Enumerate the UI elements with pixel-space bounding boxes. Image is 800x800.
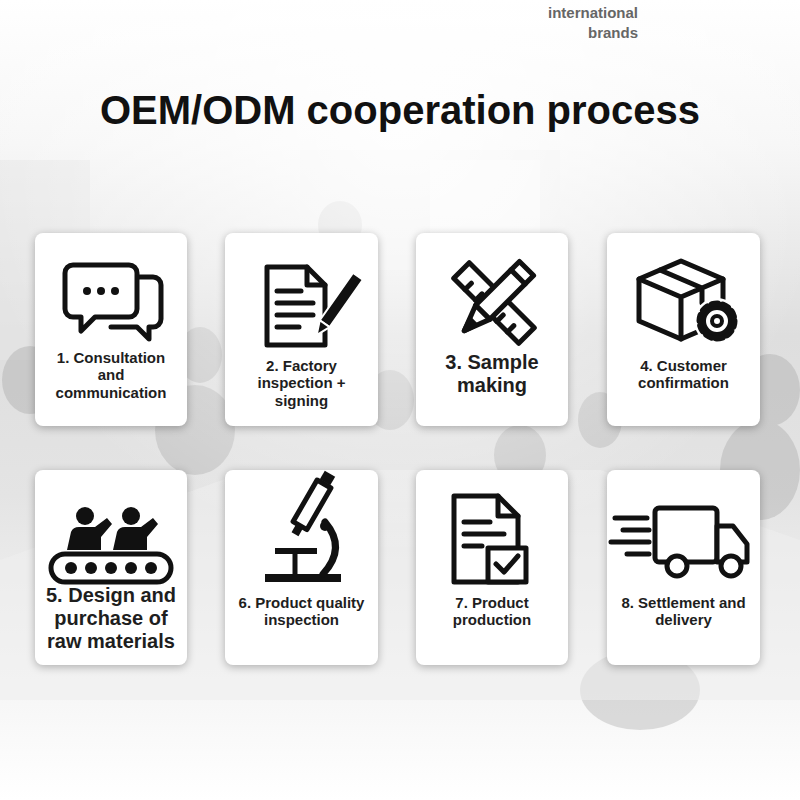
checked-document-icon bbox=[464, 522, 504, 546]
ruler-pencil-icon bbox=[461, 319, 475, 333]
step-label: 4. Customer confirmation bbox=[607, 357, 760, 392]
microscope-icon bbox=[320, 471, 335, 486]
checked-document-icon bbox=[454, 496, 526, 582]
microscope-icon bbox=[265, 470, 341, 582]
process-card: 8. Settlement and delivery bbox=[607, 470, 760, 665]
microscope-icon bbox=[265, 574, 341, 582]
conveyor-workers-icon bbox=[113, 518, 158, 550]
diagram-title: OEM/ODM cooperation process bbox=[0, 86, 800, 134]
step-label: 6. Product quality inspection bbox=[225, 594, 378, 629]
chat-icon bbox=[65, 265, 161, 339]
process-card: 7. Product production bbox=[416, 470, 568, 665]
contract-icon bbox=[320, 273, 363, 327]
microscope-icon bbox=[288, 470, 337, 538]
box-gear-icon bbox=[700, 304, 734, 338]
box-gear-icon bbox=[694, 298, 740, 344]
contract-icon bbox=[277, 289, 301, 294]
box-gear-icon bbox=[704, 308, 730, 334]
contract-icon bbox=[312, 273, 363, 339]
conveyor-workers-icon bbox=[51, 507, 171, 582]
delivery-truck-icon bbox=[721, 556, 741, 576]
conveyor-workers-icon bbox=[67, 518, 112, 550]
contract-icon bbox=[312, 320, 330, 338]
corner-note: international brands bbox=[518, 3, 638, 42]
contract-icon bbox=[307, 267, 325, 285]
checked-document-icon bbox=[496, 556, 518, 572]
ruler-pencil-icon bbox=[457, 305, 490, 338]
process-card: 6. Product quality inspection bbox=[225, 470, 378, 665]
step-label: 2. Factory inspection + signing bbox=[225, 357, 378, 409]
chat-icon bbox=[111, 287, 119, 295]
conveyor-workers-icon bbox=[85, 562, 97, 574]
microscope-icon bbox=[292, 524, 304, 537]
delivery-truck-icon bbox=[607, 470, 759, 588]
ruler-pencil-icon bbox=[511, 270, 525, 284]
contract-icon bbox=[277, 301, 313, 306]
step-label: 8. Settlement and delivery bbox=[607, 594, 760, 629]
box-gear-icon bbox=[712, 316, 722, 326]
chat-icon bbox=[65, 265, 137, 331]
conveyor-workers-icon bbox=[122, 507, 140, 525]
box-gear-icon bbox=[639, 261, 740, 344]
box-gear-icon bbox=[607, 233, 759, 351]
microscope-icon bbox=[320, 521, 330, 531]
microscope-icon bbox=[293, 554, 298, 574]
ruler-pencil-icon bbox=[457, 261, 533, 337]
contract-icon bbox=[225, 233, 377, 351]
delivery-truck-icon bbox=[655, 508, 717, 562]
chat-icon bbox=[97, 287, 105, 295]
delivery-truck-icon bbox=[667, 556, 687, 576]
process-card: 4. Customer confirmation bbox=[607, 233, 760, 426]
ruler-pencil-icon bbox=[454, 261, 535, 343]
contract-icon bbox=[277, 325, 299, 330]
chat-icon bbox=[83, 287, 91, 295]
contract-icon bbox=[277, 313, 313, 318]
checked-document-icon bbox=[498, 496, 518, 516]
chat-icon bbox=[35, 233, 187, 351]
conveyor-workers-icon bbox=[35, 470, 187, 588]
conveyor-workers-icon bbox=[105, 562, 117, 574]
conveyor-workers-icon bbox=[76, 507, 94, 525]
contract-icon bbox=[267, 267, 363, 345]
checked-document-icon bbox=[416, 470, 568, 588]
process-card: 2. Factory inspection + signing bbox=[225, 233, 378, 426]
conveyor-workers-icon bbox=[51, 554, 171, 582]
delivery-truck-icon bbox=[611, 518, 649, 554]
microscope-icon bbox=[225, 470, 377, 588]
conveyor-workers-icon bbox=[65, 562, 77, 574]
checked-document-icon bbox=[488, 548, 526, 582]
step-label: 7. Product production bbox=[416, 594, 568, 629]
step-label: 1. Consultation and communication bbox=[35, 349, 187, 401]
process-card: 1. Consultation and communication bbox=[35, 233, 187, 426]
process-card: 5. Design and purchase of raw materials bbox=[35, 470, 187, 665]
step-label: 3. Sample making bbox=[416, 351, 568, 397]
conveyor-workers-icon bbox=[125, 562, 137, 574]
process-card: 3. Sample making bbox=[416, 233, 568, 426]
conveyor-workers-icon bbox=[145, 562, 157, 574]
ruler-pencil-icon bbox=[416, 233, 568, 351]
delivery-truck-icon bbox=[611, 508, 747, 576]
step-label: 5. Design and purchase of raw materials bbox=[35, 584, 187, 653]
